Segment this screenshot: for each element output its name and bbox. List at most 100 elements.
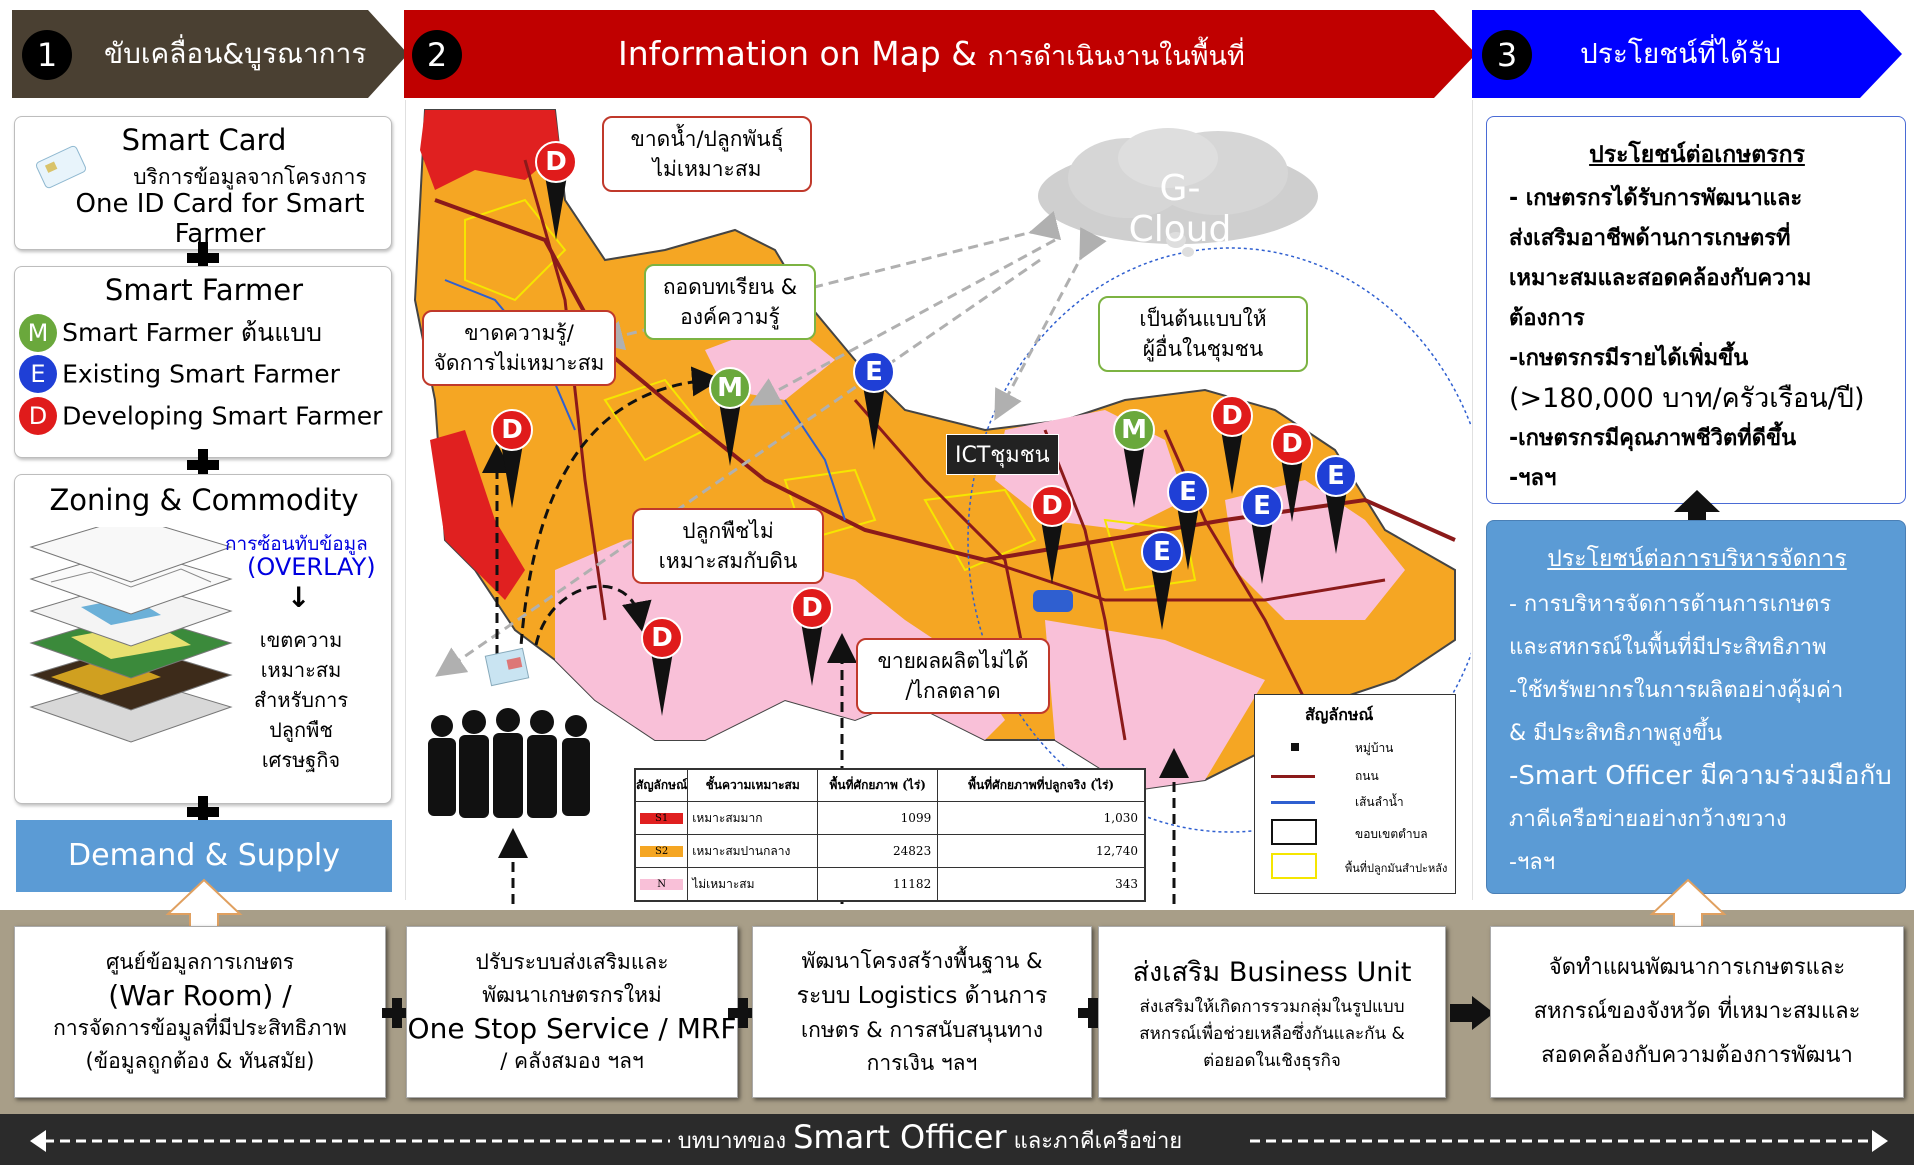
table-cell: ไม่เหมาะสม [687, 867, 819, 901]
table-row: S2 เหมาะสมปานกลาง 24823 12,740 [634, 834, 1145, 868]
right-arrow-icon [1450, 996, 1494, 1030]
step1-number: 1 [22, 30, 72, 80]
smart-card-line2: One ID Card for Smart Farmer [75, 189, 365, 249]
table-cell: 1099 [817, 801, 939, 835]
table-cell: N [634, 867, 689, 901]
benefit-line: -ฯลฯ [1509, 466, 1557, 491]
farmer-type-m: M Smart Farmer ต้นแบบ [19, 313, 322, 353]
box-line: พัฒนาโครงสร้างพื้นฐาน & [801, 948, 1043, 973]
card-icon [484, 647, 530, 687]
symbol-swatch: S2 [640, 845, 684, 857]
double-arrow-icon [30, 1130, 1888, 1152]
callout-line: /ไกลตลาด [905, 679, 1001, 703]
legend-cassava-icon [1271, 853, 1317, 879]
pin-letter: D [545, 147, 567, 177]
callout-line: ผู้อื่นในชุมชน [1142, 337, 1264, 361]
overlay-label-en: (OVERLAY) [247, 553, 376, 581]
pin-e[interactable]: E [1314, 454, 1358, 554]
overlay-label-th: การซ้อนทับข้อมูล [225, 533, 368, 555]
farmer-benefit-list: - เกษตรกรได้รับการพัฒนาและ ส่งเสริมอาชีพ… [1509, 179, 1864, 499]
box-line: (War Room) / [108, 979, 292, 1012]
box-line: สหกรณ์ของจังหวัด ที่เหมาะสมและ [1533, 999, 1861, 1024]
footer-label-en: Smart Officer [793, 1118, 1007, 1156]
zoning-result-line: เขตความ [259, 628, 343, 652]
map-layers-icon [29, 527, 233, 743]
zoning-panel: Zoning & Commodity การซ้อนทับข้อมูล (OVE… [14, 474, 392, 804]
farmer-type-m-label: Smart Farmer ต้นแบบ [62, 318, 323, 347]
callout-line: ไม่เหมาะสม [652, 157, 762, 181]
box-line: / คลังสมอง ฯลฯ [500, 1049, 644, 1073]
box-line: เกษตร & การสนับสนุนทาง [800, 1017, 1044, 1042]
callout-line: จัดการไม่เหมาะสม [433, 351, 605, 375]
callout-market-access: ขายผลผลิตไม่ได้ /ไกลตลาด [856, 638, 1050, 714]
farmer-benefit-title: ประโยชน์ต่อเกษตรกร [1589, 142, 1805, 168]
box-line: จัดทำแผนพัฒนาการเกษตรและ [1548, 955, 1846, 980]
pin-e[interactable]: E [852, 350, 896, 450]
farmer-type-e: E Existing Smart Farmer [19, 355, 340, 395]
callout-line: ขายผลผลิตไม่ได้ [877, 649, 1029, 673]
pin-d[interactable]: D [790, 586, 834, 686]
pin-e[interactable]: E [1166, 470, 1210, 570]
admin-benefit-title: ประโยชน์ต่อการบริหารจัดการ [1547, 546, 1847, 572]
farmer-type-d-label: Developing Smart Farmer [62, 401, 383, 431]
step2-header: 2 Information on Map & การดำเนินงานในพื้… [404, 10, 1476, 98]
table-cell: S1 [634, 801, 689, 835]
benefit-line: และสหกรณ์ในพื้นที่มีประสิทธิภาพ [1509, 635, 1827, 660]
callout-line: ปลูกพืชไม่ [682, 519, 774, 543]
table-header: ชั้นความเหมาะสม [687, 769, 819, 802]
legend-boundary-icon [1271, 819, 1317, 845]
plus-icon [187, 242, 219, 274]
step1-header: 1 ขับเคลื่อน&บูรณาการ [12, 10, 408, 98]
box-line: พัฒนาเกษตรกรใหม่ [482, 983, 662, 1007]
legend-item: ถนน [1355, 769, 1379, 783]
pin-letter: D [501, 415, 523, 445]
box-line: ส่งเสริมให้เกิดการรวมกลุ่มในรูปแบบ [1139, 997, 1405, 1017]
benefit-line: -Smart Officer มีความร่วมมือกับ [1509, 761, 1892, 791]
pin-e[interactable]: E [1140, 530, 1184, 630]
pin-m[interactable]: M [1112, 408, 1156, 508]
footer-label: บทบาทของ Smart Officer และภาคีเครือข่าย [640, 1118, 1220, 1158]
business-unit-box: ส่งเสริม Business Unit ส่งเสริมให้เกิดกา… [1098, 926, 1446, 1098]
cloud-icon [1038, 128, 1318, 257]
callout-lack-knowledge: ขาดความรู้/ จัดการไม่เหมาะสม [422, 310, 616, 386]
table-cell: 1,030 [937, 801, 1145, 835]
gcloud-label: G-Cloud [1128, 168, 1232, 250]
pin-m[interactable]: M [708, 366, 752, 466]
box-line: One Stop Service / MRF [407, 1012, 737, 1045]
pin-letter: E [1153, 537, 1171, 567]
suitability-table: สัญลักษณ์ ชั้นความเหมาะสม พื้นที่ศักยภาพ… [634, 768, 1146, 902]
pin-d[interactable]: D [1030, 484, 1074, 584]
benefit-line: (>180,000 บาท/ครัวเรือน/ปี) [1509, 383, 1865, 414]
step3-title: ประโยชน์ที่ได้รับ [1580, 37, 1781, 70]
legend-river-icon [1271, 801, 1315, 804]
pin-d[interactable]: D [490, 408, 534, 508]
logistics-box: พัฒนาโครงสร้างพื้นฐาน & ระบบ Logistics ด… [752, 926, 1092, 1098]
map-area-s1 [430, 430, 525, 600]
box-line: (ข้อมูลถูกต้อง & ทันสมัย) [85, 1049, 315, 1073]
column-divider-right [1472, 100, 1473, 900]
symbol-swatch: S1 [640, 812, 684, 824]
callout-line: องค์ความรู้ [680, 305, 780, 329]
benefit-line: - การบริหารจัดการด้านการเกษตร [1509, 592, 1832, 617]
table-row: N ไม่เหมาะสม 11182 343 [634, 867, 1145, 901]
pin-d[interactable]: D [1210, 394, 1254, 494]
callout-lessons: ถอดบทเรียน & องค์ความรู้ [644, 264, 816, 340]
pin-letter: D [651, 623, 673, 653]
pin-letter: D [1281, 429, 1303, 459]
benefit-line: -เกษตรกรมีคุณภาพชีวิตที่ดีขึ้น [1509, 426, 1797, 451]
map-area-n [1045, 620, 1265, 790]
pin-d[interactable]: D [534, 140, 578, 240]
box-line: ปรับระบบส่งเสริมและ [475, 950, 669, 974]
plus-icon [187, 449, 219, 481]
box-line: สหกรณ์เพื่อช่วยเหลือซึ่งกันและกัน & [1139, 1024, 1405, 1044]
plus-icon [187, 796, 219, 828]
pin-d[interactable]: D [1270, 422, 1314, 522]
table-cell: 11182 [817, 867, 939, 901]
pin-d[interactable]: D [640, 616, 684, 716]
war-room-box: ศูนย์ข้อมูลการเกษตร (War Room) / การจัดก… [14, 926, 386, 1098]
legend-item: ขอบเขตตำบล [1355, 827, 1428, 841]
zoning-result: เขตความ เหมาะสม สำหรับการ ปลูกพืช เศรษฐก… [251, 625, 351, 775]
pin-e[interactable]: E [1240, 484, 1284, 584]
box-line: ส่งเสริม Business Unit [1132, 957, 1412, 988]
callout-water-shortage: ขาดน้ำ/ปลูกพันธุ์ ไม่เหมาะสม [602, 116, 812, 192]
